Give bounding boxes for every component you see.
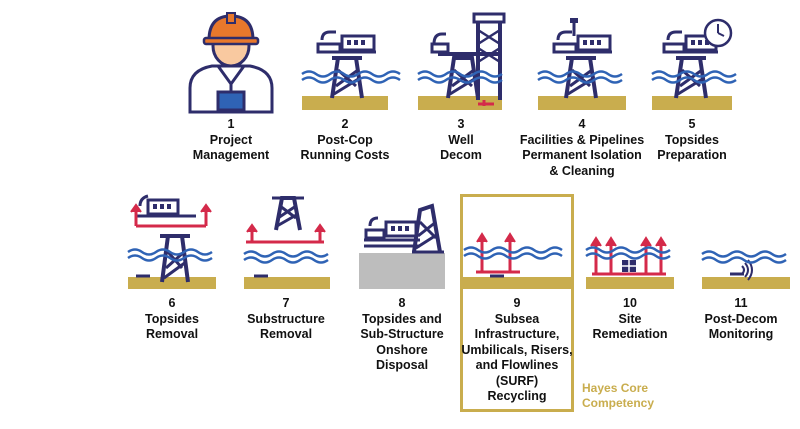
step-label-line: Subsea bbox=[494, 311, 540, 326]
step-number: 3 bbox=[457, 117, 465, 131]
step-number: 9 bbox=[513, 296, 521, 310]
step-label-line: Topsides and bbox=[362, 311, 442, 326]
step-label-line: Onshore bbox=[376, 342, 428, 357]
step-label-line: Post-Decom bbox=[704, 311, 778, 326]
step-label-line: Monitoring bbox=[708, 327, 774, 341]
step-label-line: Sub-Structure bbox=[360, 327, 444, 341]
step-number: 1 bbox=[227, 117, 235, 131]
step-number: 4 bbox=[578, 117, 586, 131]
step-number: 11 bbox=[734, 296, 748, 310]
core-competency-line: Hayes Core bbox=[582, 381, 649, 395]
step-number: 7 bbox=[282, 296, 290, 310]
step-label-line: (SURF) bbox=[495, 373, 539, 388]
step-label-line: Umbilicals, Risers, bbox=[461, 342, 573, 357]
step-label-line: Project bbox=[209, 132, 253, 147]
step-label-line: Preparation bbox=[657, 148, 727, 162]
step-label-line: and Flowlines bbox=[475, 358, 559, 372]
step-label-line: Management bbox=[192, 148, 270, 162]
step-label-line: Decom bbox=[440, 148, 482, 162]
step-label-line: Post-Cop bbox=[317, 132, 373, 147]
step-label-line: Disposal bbox=[375, 358, 429, 372]
core-competency-label: Hayes Core Competency bbox=[582, 381, 654, 411]
step-label-line: Site bbox=[618, 311, 642, 326]
step-label-line: Substructure bbox=[247, 311, 325, 326]
step-label-line: Remediation bbox=[592, 327, 668, 341]
step-number: 6 bbox=[168, 296, 176, 310]
step-label-line: Infrastructure, bbox=[474, 327, 560, 341]
step-label-line: Facilities & Pipelines bbox=[519, 132, 645, 147]
step-label-line: Topsides bbox=[145, 311, 199, 326]
step-label-line: Removal bbox=[145, 327, 199, 341]
step-label-line: Recycling bbox=[487, 389, 547, 403]
step-label-line: Well bbox=[448, 132, 474, 147]
step-label-line: Topsides bbox=[665, 132, 719, 147]
step-number: 8 bbox=[398, 296, 406, 310]
step-label-line: & Cleaning bbox=[549, 163, 615, 178]
core-competency-line: Competency bbox=[582, 396, 655, 410]
step-label-line: Permanent Isolation bbox=[522, 148, 642, 162]
step-number: 10 bbox=[623, 296, 637, 310]
step-number: 2 bbox=[341, 117, 349, 131]
step-number: 5 bbox=[688, 117, 696, 131]
step-label-line: Running Costs bbox=[300, 148, 390, 162]
step-label-line: Removal bbox=[259, 327, 313, 341]
core-competency-highlight bbox=[460, 194, 574, 412]
